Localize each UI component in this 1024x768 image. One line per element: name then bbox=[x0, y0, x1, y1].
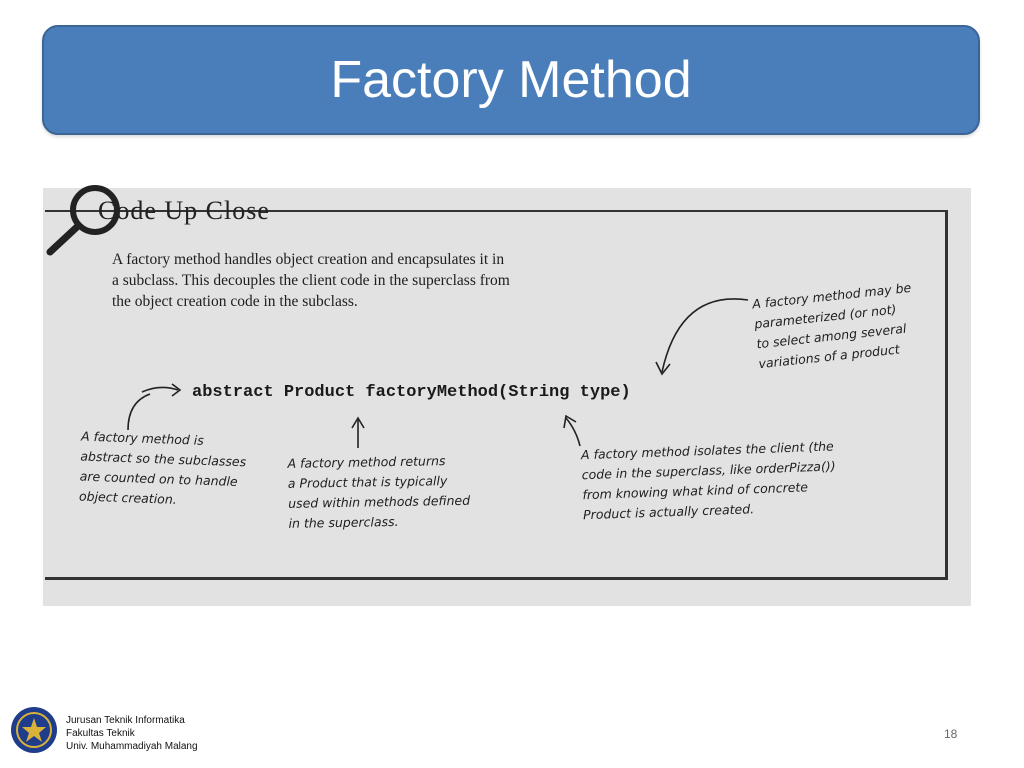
footer-faculty: Fakultas Teknik bbox=[66, 728, 135, 739]
slide-title: Factory Method bbox=[330, 51, 692, 109]
arrow-to-type-head bbox=[563, 414, 577, 429]
arrow-to-code bbox=[141, 386, 179, 393]
arrow-to-code-head bbox=[171, 383, 182, 397]
arrow-from-abstract-note bbox=[127, 393, 151, 431]
footer-university: Univ. Muhammadiyah Malang bbox=[66, 741, 198, 752]
note-abstract: A factory method is abstract so the subc… bbox=[79, 427, 282, 514]
note-line: in the superclass. bbox=[288, 513, 399, 531]
figure-frame bbox=[45, 210, 948, 580]
note-returns-product: A factory method returns a Product that … bbox=[287, 450, 503, 534]
university-seal-icon bbox=[11, 707, 57, 753]
magnifying-glass-icon bbox=[46, 185, 120, 256]
figure-heading: Code Up Close bbox=[98, 196, 270, 225]
footer-department: Jurusan Teknik Informatika bbox=[66, 715, 185, 726]
intro-line: a subclass. This decouples the client co… bbox=[112, 272, 510, 289]
page-number: 18 bbox=[944, 727, 958, 741]
intro-line: the object creation code in the subclass… bbox=[112, 293, 358, 310]
note-isolates-client: A factory method isolates the client (th… bbox=[581, 435, 884, 525]
arrow-to-product-head bbox=[351, 416, 365, 429]
arrow-to-type bbox=[565, 417, 581, 447]
arrow-from-param-note bbox=[661, 298, 749, 373]
code-up-close-figure bbox=[43, 188, 971, 606]
arrow-from-param-note-head bbox=[655, 361, 671, 376]
code-signature: abstract Product factoryMethod(String ty… bbox=[192, 383, 631, 402]
figure-intro: A factory method handles object creation… bbox=[112, 249, 652, 312]
slide-title-bar: Factory Method bbox=[42, 25, 980, 135]
intro-line: A factory method handles object creation… bbox=[112, 251, 505, 268]
